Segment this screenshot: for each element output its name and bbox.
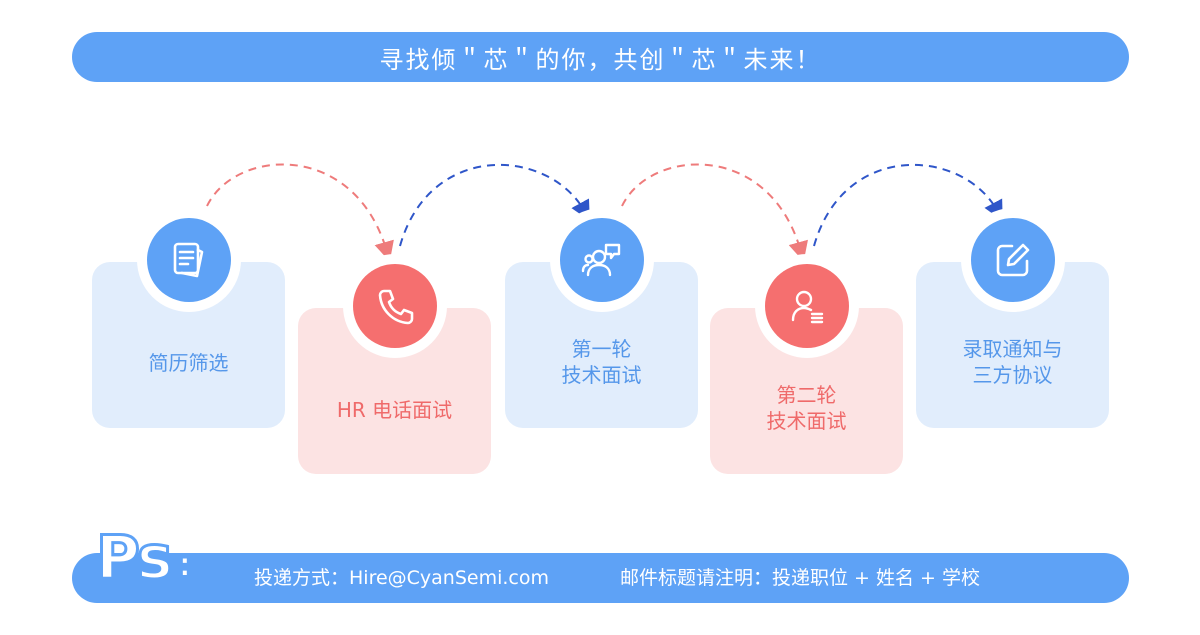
step-icon-circle <box>971 218 1055 302</box>
ps-logo: Ps <box>95 523 175 593</box>
step-label: 简历筛选 <box>148 351 229 375</box>
title-banner: 寻找倾＂芯＂的你，共创＂芯＂未来！ <box>72 32 1129 82</box>
step-label: 第二轮 技术面试 <box>766 383 847 433</box>
step-icon-circle <box>765 264 849 348</box>
group-chat-icon <box>581 243 621 277</box>
step-icon-circle <box>147 218 231 302</box>
ps-colon: : <box>177 544 193 586</box>
banner-title: 寻找倾＂芯＂的你，共创＂芯＂未来！ <box>379 45 822 74</box>
step-icon-circle <box>353 264 437 348</box>
user-profile-icon <box>791 290 824 324</box>
contact-footer-bar: 投递方式：Hire@CyanSemi.com 邮件标题请注明：投递职位 + 姓名… <box>72 553 1129 603</box>
edit-icon <box>996 243 1030 277</box>
document-icon <box>173 242 204 278</box>
step-label: 录取通知与 三方协议 <box>962 337 1063 387</box>
step-icon-circle <box>560 218 644 302</box>
delivery-method-text: 投递方式：Hire@CyanSemi.com <box>254 567 550 589</box>
step-label: HR 电话面试 <box>336 398 453 422</box>
step-label: 第一轮 技术面试 <box>561 337 642 387</box>
email-subject-rule-text: 邮件标题请注明：投递职位 + 姓名 + 学校 <box>620 567 980 589</box>
phone-icon <box>378 289 414 325</box>
